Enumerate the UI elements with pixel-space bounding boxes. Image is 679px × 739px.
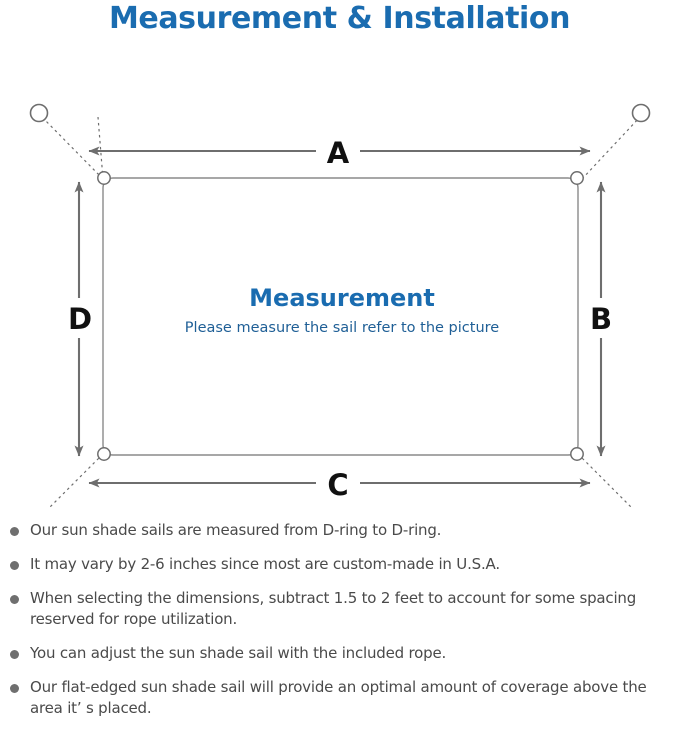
- bullet-icon: [10, 650, 19, 659]
- diagram-center-subtitle: Please measure the sail refer to the pic…: [185, 320, 499, 336]
- bullet-icon: [10, 595, 19, 604]
- list-item: Our flat-edged sun shade sail will provi…: [10, 677, 665, 719]
- list-item: You can adjust the sun shade sail with t…: [10, 643, 665, 664]
- rope-line-bottom-right: [577, 453, 632, 507]
- bullet-icon: [10, 684, 19, 693]
- note-text: Our sun shade sails are measured from D-…: [30, 521, 442, 539]
- dimension-label-c: C: [327, 468, 348, 502]
- note-text: You can adjust the sun shade sail with t…: [30, 644, 447, 662]
- rope-line-top-left-fix: [41, 116, 104, 180]
- d-ring-bottom-left: [97, 447, 111, 461]
- note-text: It may vary by 2-6 inches since most are…: [30, 555, 500, 573]
- sail-diagram-svg: A C D B Measurement Please measure the s…: [29, 103, 651, 507]
- diagram-center-title: Measurement: [249, 284, 435, 312]
- rope-line-top-left: [97, 116, 104, 180]
- list-item: It may vary by 2-6 inches since most are…: [10, 554, 665, 575]
- anchor-points-group: [29, 103, 651, 123]
- dimension-label-a: A: [327, 136, 350, 170]
- list-item: Our sun shade sails are measured from D-…: [10, 520, 665, 541]
- list-item: When selecting the dimensions, subtract …: [10, 588, 665, 630]
- d-ring-bottom-right: [570, 447, 584, 461]
- d-ring-top-left: [97, 171, 111, 185]
- bullet-icon: [10, 527, 19, 536]
- note-text: When selecting the dimensions, subtract …: [30, 589, 637, 628]
- diagram-container: A C D B Measurement Please measure the s…: [0, 37, 679, 507]
- sail-rectangle: [102, 177, 579, 456]
- d-ring-top-right: [570, 171, 584, 185]
- rope-line-bottom-left: [49, 453, 104, 507]
- dimension-label-b: B: [590, 302, 612, 336]
- d-rings-group: [97, 171, 584, 461]
- notes-list: Our sun shade sails are measured from D-…: [0, 520, 679, 732]
- rope-line-top-right: [581, 116, 641, 180]
- page-title: Measurement & Installation: [108, 1, 571, 36]
- bullet-icon: [10, 561, 19, 570]
- note-text: Our flat-edged sun shade sail will provi…: [30, 678, 647, 717]
- anchor-point-top-right: [631, 103, 651, 123]
- dimension-label-d: D: [68, 302, 92, 336]
- anchor-point-top-left: [29, 103, 49, 123]
